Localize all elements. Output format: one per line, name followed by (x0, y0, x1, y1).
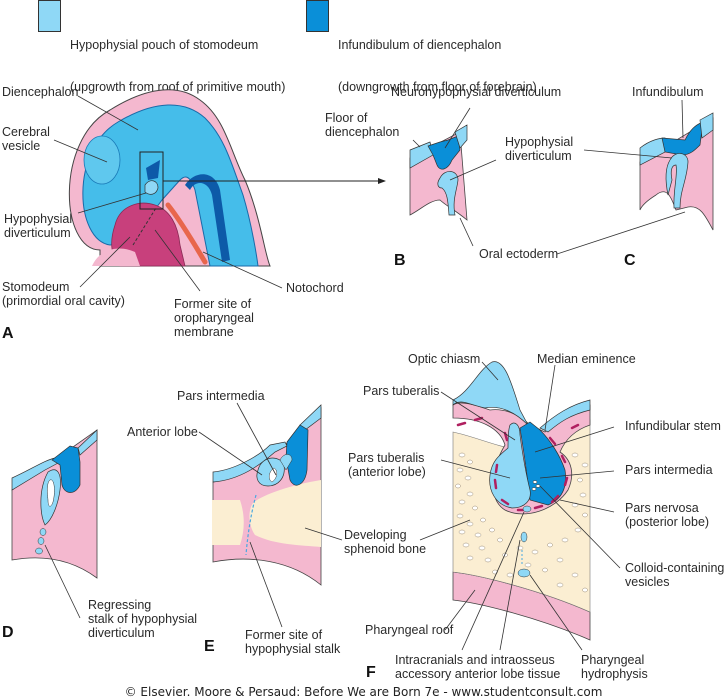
panel-letter-f: F (366, 664, 376, 681)
label-stomodeum: Stomodeum (primordial oral cavity) (2, 280, 125, 308)
label-anterior-lobe: Anterior lobe (127, 425, 198, 439)
panel-letter-d: D (2, 624, 14, 641)
label-median-eminence: Median eminence (537, 352, 636, 366)
legend-line-1: Hypophysial pouch of stomodeum (70, 38, 259, 52)
label-pharyngeal-hydrophysis: Pharyngeal hydrophysis (581, 653, 648, 681)
label-floor-of-diencephalon: Floor of diencephalon (325, 111, 400, 139)
label-pars-intermedia-f: Pars intermedia (625, 463, 713, 477)
panel-f-bone-texture (455, 452, 589, 593)
label-pars-intermedia-e: Pars intermedia (177, 389, 265, 403)
label-former-site-oropharyngeal: Former site of oropharyngeal membrane (174, 297, 254, 339)
panel-e-diagram (198, 402, 343, 628)
label-diencephalon: Diencephalon (2, 85, 79, 99)
label-former-site-stalk: Former site of hypophysial stalk (245, 628, 341, 656)
panel-d-roof (11, 457, 61, 491)
label-cerebral-vesicle: Cerebral vesicle (2, 125, 50, 153)
panel-letter-c: C (624, 252, 636, 269)
panel-e-infundibulum (285, 424, 309, 486)
panel-c-hypophysial-diverticulum (665, 153, 689, 209)
panel-f-diagram (419, 361, 621, 651)
panel-c-top-right-light (699, 112, 714, 139)
panel-f-accessory-tissue-1 (522, 505, 532, 513)
panel-e-sphenoid-right (249, 480, 321, 547)
panel-d-roof-right (77, 429, 98, 456)
panel-a-embryo-head (53, 89, 386, 292)
legend-label-hypophysial-pouch: Hypophysial pouch of stomodeum (upgrowth… (70, 10, 285, 108)
legend-label-infundibulum: Infundibulum of diencephalon (downgrowth… (338, 10, 537, 108)
label-developing-sphenoid: Developing sphenoid bone (344, 528, 427, 556)
label-infundibulum: Infundibulum (632, 85, 704, 99)
label-oral-ectoderm: Oral ectoderm (479, 247, 559, 261)
panel-e-sphenoid-left (212, 500, 244, 545)
panel-d-infundibulum (51, 445, 81, 493)
panel-a-hindbrain-band (185, 174, 230, 262)
panel-a-notochord (165, 202, 208, 265)
legend-line-2: (downgrowth from floor of forebrain) (338, 80, 537, 94)
panel-letter-e: E (204, 638, 215, 655)
label-pars-tuberalis-anterior: Pars tuberalis (anterior lobe) (348, 451, 426, 479)
panel-letter-b: B (394, 252, 406, 269)
label-pars-tuberalis: Pars tuberalis (363, 384, 440, 398)
label-pars-nervosa: Pars nervosa (posterior lobe) (625, 501, 710, 529)
panel-a-hypophysial-pouch (144, 180, 159, 195)
label-neurohypophysial-diverticulum: Neurohypophysial diverticulum (391, 85, 562, 99)
label-colloid-vesicles: Colloid-containing vesicles (625, 561, 725, 589)
panel-f-accessory-tissue-2 (520, 531, 528, 543)
label-hypophysial-diverticulum-a: Hypophysial diverticulum (4, 212, 73, 240)
label-notochord: Notochord (286, 281, 344, 295)
panel-f-colloid-vesicles (531, 480, 541, 491)
legend-line-1: Infundibulum of diencephalon (338, 38, 502, 52)
panel-a-stomodeum-floor (92, 248, 140, 266)
panel-a-infundibulum (146, 160, 160, 180)
label-regressing-stalk: Regressing stalk of hypophysial divertic… (88, 598, 198, 640)
label-hypophysial-diverticulum-b: Hypophysial diverticulum (505, 135, 574, 163)
label-accessory-tissue: Intracranials and intraosseus accessory … (395, 653, 561, 681)
panel-c-diagram (556, 99, 714, 255)
copyright-footer: © Elsevier. Moore & Persaud: Before We a… (124, 685, 603, 699)
legend-swatch-infundibulum (306, 0, 329, 32)
legend-swatch-hypophysial-pouch (38, 0, 61, 32)
panel-b-diagram (409, 107, 497, 247)
label-infundibular-stem: Infundibular stem (625, 419, 721, 433)
panel-b-top-light (454, 124, 468, 149)
panel-f-anterior-lobe (489, 422, 531, 509)
panel-b-hypophysial-diverticulum (437, 171, 459, 216)
label-pharyngeal-roof: Pharyngeal roof (365, 623, 454, 637)
panel-f-pharyngeal-hydrophysis (517, 568, 531, 578)
panel-d-diagram (11, 429, 98, 619)
panel-letter-a: A (2, 325, 14, 342)
panel-f-pars-nervosa (519, 421, 566, 506)
panel-f-optic-chiasm (452, 361, 529, 426)
label-optic-chiasm: Optic chiasm (408, 352, 481, 366)
